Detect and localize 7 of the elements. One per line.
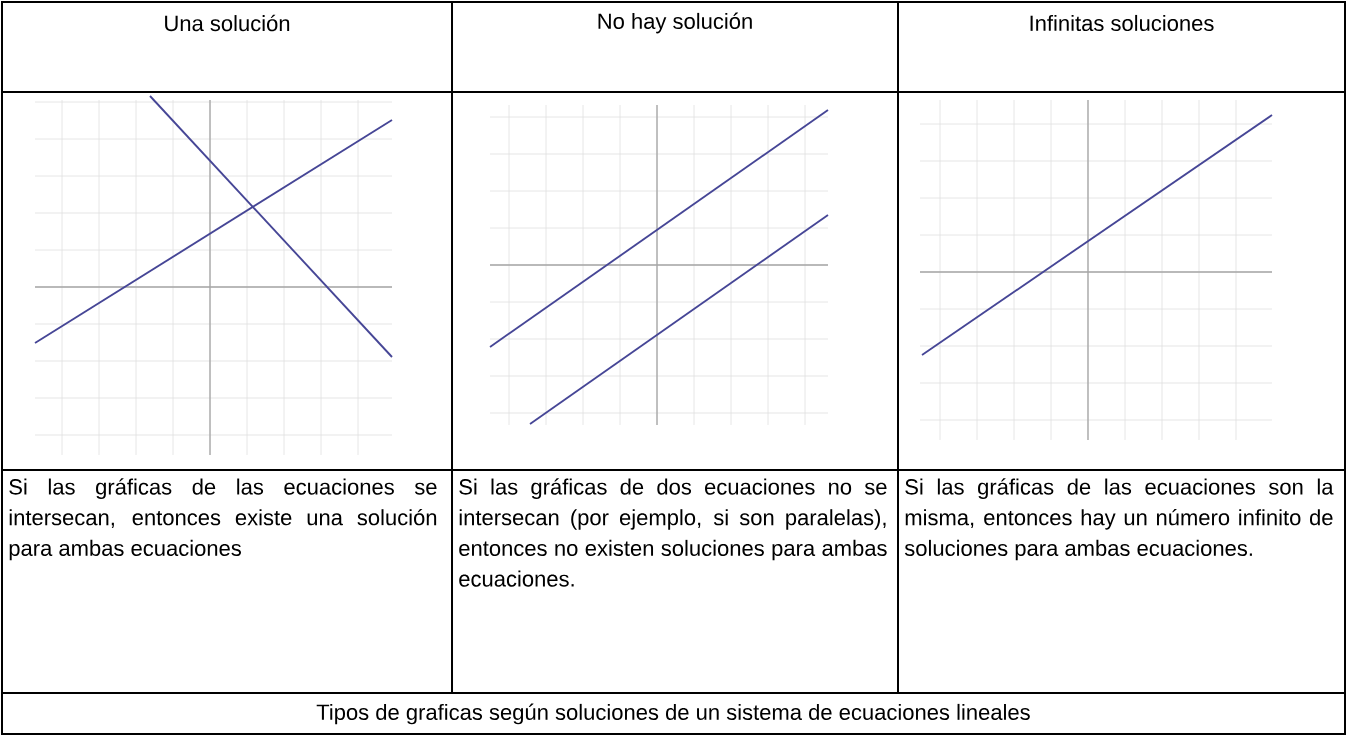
column-heading: Infinitas soluciones <box>1030 14 1214 32</box>
column-heading: No hay solución <box>598 12 752 34</box>
description-text: Si las gráficas de dos ecuaciones no se intersecan (por ejemplo, si son paralelas), entonces no existen soluciones para ambas ecuaciones. <box>459 478 887 587</box>
description-text: Si las gráficas de las ecuaciones son la misma, entonces hay un número infinito de soluciones para ambas ecuaciones. <box>904 478 1334 561</box>
table-caption: Tipos de graficas según soluciones de un sistema de ecuaciones lineales <box>316 703 1030 725</box>
description-text: Si las gráficas de las ecuaciones se intersecan, entonces existe una solución para ambas ecuaciones <box>9 478 437 561</box>
column-heading: Una solución <box>165 14 290 32</box>
